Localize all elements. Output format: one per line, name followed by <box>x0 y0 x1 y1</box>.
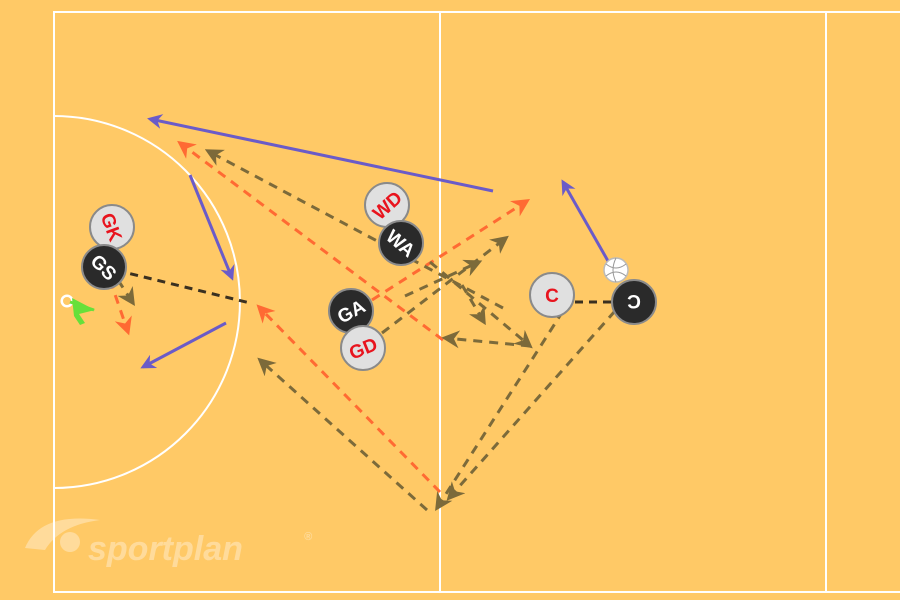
shooting-circle <box>53 115 241 489</box>
run-arrow-ga <box>140 321 227 369</box>
pass-arrow-dark-9 <box>446 310 617 501</box>
pass-arrows-red <box>108 140 531 494</box>
pass-arrow-dark-4 <box>381 235 509 335</box>
pass-arrow-dark-5 <box>404 259 483 298</box>
netball-icon <box>603 257 629 283</box>
sportplan-logo: sportplan ® <box>25 518 313 568</box>
run-arrow-gk <box>188 174 235 281</box>
player-token-wa: WA <box>378 220 424 266</box>
pass-arrow-dark-3 <box>441 330 531 349</box>
pass-arrows-dark <box>116 149 617 512</box>
goal-ring-inner <box>63 297 71 305</box>
pass-arrow-dark-10 <box>116 279 135 307</box>
run-arrow-c <box>561 179 610 262</box>
player-token-gd: GD <box>340 325 386 371</box>
sportplan-logo-text: sportplan <box>88 530 243 568</box>
sportplan-logo-registered: ® <box>304 531 313 543</box>
pass-arrow-dark-1 <box>204 149 504 310</box>
sportplan-logo-mark <box>25 518 100 552</box>
pass-arrow-dark-7 <box>257 357 429 512</box>
pass-arrow-dark-6 <box>460 284 486 326</box>
player-circle-gs <box>81 244 127 290</box>
marking-lines <box>102 265 620 305</box>
player-circle-gd <box>340 325 386 371</box>
pass-arrow-dark-8 <box>435 310 565 512</box>
pass-arrow-red-3 <box>256 304 442 494</box>
player-label-c-light: C <box>545 286 559 307</box>
player-token-c-dark: C <box>611 279 657 325</box>
player-circle-c-light <box>529 272 575 318</box>
player-token-c-light: C <box>529 272 575 318</box>
player-token-gs: GS <box>81 244 127 290</box>
court-lines <box>53 11 900 593</box>
pass-arrow-dark-2 <box>429 260 533 349</box>
marker-arrow-icon <box>69 298 95 325</box>
pass-arrow-red-1 <box>177 140 444 342</box>
player-label-c-dark: C <box>627 290 641 311</box>
player-token-wd: WD <box>364 182 410 228</box>
player-circle-wa <box>378 220 424 266</box>
player-token-gk: GK <box>89 204 135 250</box>
court-boundary <box>53 11 900 593</box>
marking-line-gs-ga <box>102 265 251 305</box>
player-circle-c-dark <box>611 279 657 325</box>
run-arrow-wd <box>147 114 494 193</box>
player-token-ga: GA <box>328 288 374 334</box>
player-run-arrows <box>140 114 610 369</box>
